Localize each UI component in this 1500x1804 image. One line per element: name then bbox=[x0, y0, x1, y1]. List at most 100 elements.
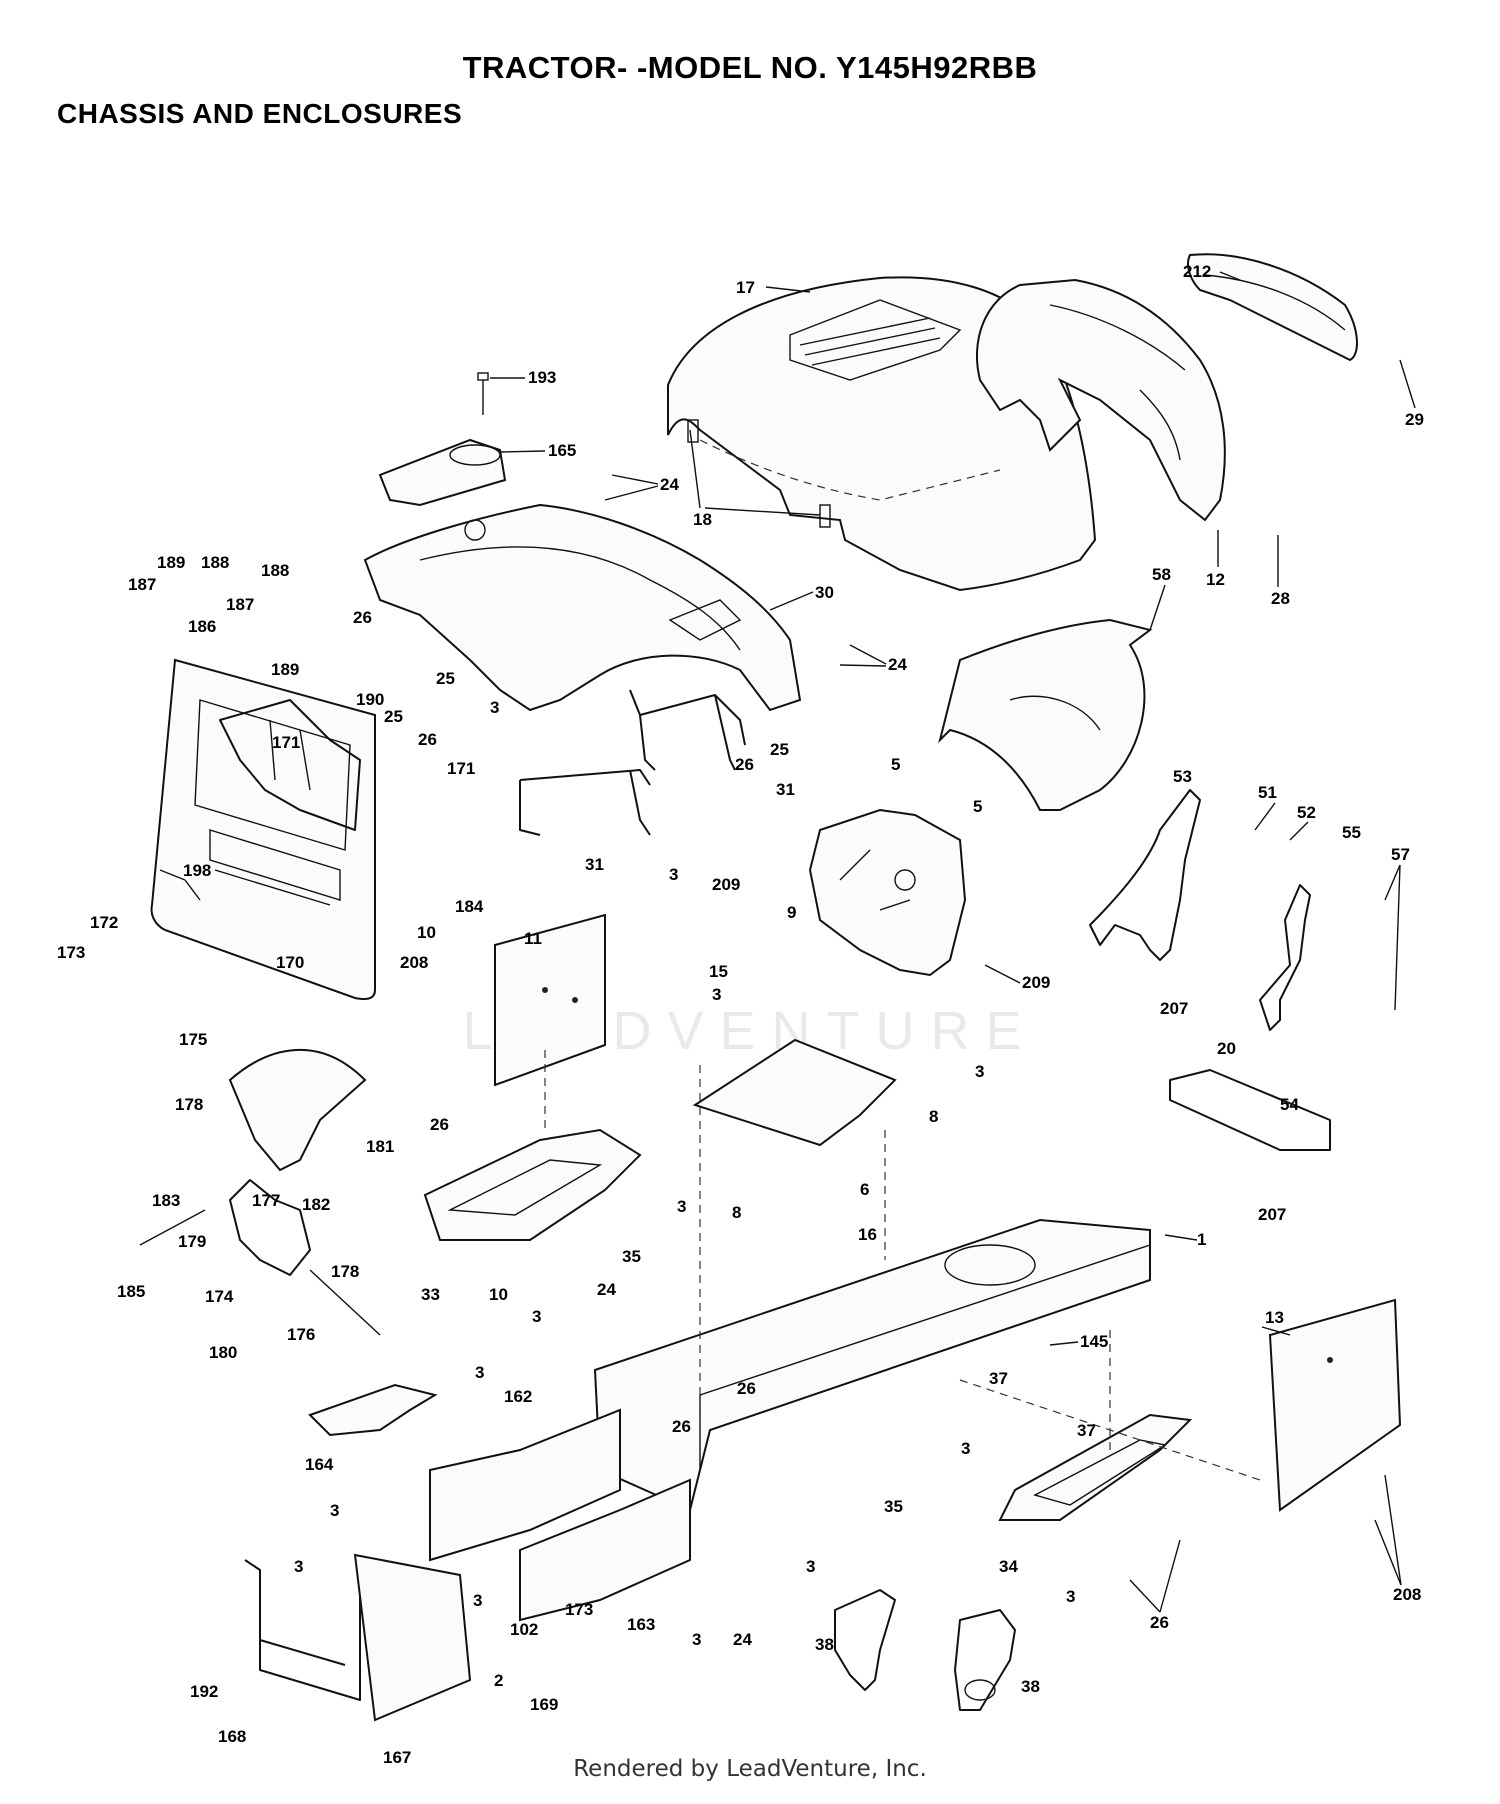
part-dash-panel[interactable] bbox=[150, 658, 376, 1000]
callout-25[interactable]: 25 bbox=[436, 669, 455, 688]
callout-209[interactable]: 209 bbox=[1022, 973, 1050, 992]
callout-51[interactable]: 51 bbox=[1258, 783, 1277, 802]
part-side-panel-11[interactable] bbox=[494, 913, 606, 1087]
callout-187[interactable]: 187 bbox=[226, 595, 254, 614]
callout-187[interactable]: 187 bbox=[128, 575, 156, 594]
callout-18[interactable]: 18 bbox=[693, 510, 712, 529]
part-front-plate[interactable] bbox=[353, 1553, 472, 1722]
part-fender[interactable] bbox=[363, 503, 802, 712]
callout-193[interactable]: 193 bbox=[528, 368, 556, 387]
callout-55[interactable]: 55 bbox=[1342, 823, 1361, 842]
callout-207[interactable]: 207 bbox=[1160, 999, 1188, 1018]
callout-165[interactable]: 165 bbox=[548, 441, 576, 460]
callout-3[interactable]: 3 bbox=[473, 1591, 482, 1610]
part-steering-panel[interactable] bbox=[808, 808, 967, 977]
callout-171[interactable]: 171 bbox=[272, 733, 300, 752]
callout-10[interactable]: 10 bbox=[417, 923, 436, 942]
callout-16[interactable]: 16 bbox=[858, 1225, 877, 1244]
callout-9[interactable]: 9 bbox=[787, 903, 796, 922]
part-headlight-lens[interactable] bbox=[1187, 253, 1358, 362]
callout-179[interactable]: 179 bbox=[178, 1232, 206, 1251]
callout-174[interactable]: 174 bbox=[205, 1287, 234, 1306]
callout-177[interactable]: 177 bbox=[252, 1191, 280, 1210]
callout-209[interactable]: 209 bbox=[712, 875, 740, 894]
callout-172[interactable]: 172 bbox=[90, 913, 118, 932]
callout-3[interactable]: 3 bbox=[669, 865, 678, 884]
callout-189[interactable]: 189 bbox=[157, 553, 185, 572]
part-rod-185[interactable] bbox=[139, 1209, 206, 1246]
callout-1[interactable]: 1 bbox=[1197, 1230, 1206, 1249]
part-bracket-31b[interactable] bbox=[629, 689, 746, 771]
callout-178[interactable]: 178 bbox=[331, 1262, 359, 1281]
callout-26[interactable]: 26 bbox=[737, 1379, 756, 1398]
callout-169[interactable]: 169 bbox=[530, 1695, 558, 1714]
callout-171[interactable]: 171 bbox=[447, 759, 475, 778]
callout-3[interactable]: 3 bbox=[475, 1363, 484, 1382]
callout-3[interactable]: 3 bbox=[961, 1439, 970, 1458]
callout-170[interactable]: 170 bbox=[276, 953, 304, 972]
part-fuel-cap-cover[interactable] bbox=[378, 438, 507, 507]
callout-3[interactable]: 3 bbox=[677, 1197, 686, 1216]
callout-175[interactable]: 175 bbox=[179, 1030, 207, 1049]
callout-5[interactable]: 5 bbox=[891, 755, 900, 774]
callout-3[interactable]: 3 bbox=[712, 985, 721, 1004]
callout-26[interactable]: 26 bbox=[430, 1115, 449, 1134]
callout-17[interactable]: 17 bbox=[736, 278, 755, 297]
callout-3[interactable]: 3 bbox=[692, 1630, 701, 1649]
part-footrest-33[interactable] bbox=[423, 1128, 642, 1241]
part-rail-162[interactable] bbox=[429, 1408, 621, 1562]
callout-29[interactable]: 29 bbox=[1405, 410, 1424, 429]
part-bracket-53[interactable] bbox=[1089, 789, 1201, 961]
callout-180[interactable]: 180 bbox=[209, 1343, 237, 1362]
callout-182[interactable]: 182 bbox=[302, 1195, 330, 1214]
callout-198[interactable]: 198 bbox=[183, 861, 211, 880]
callout-2[interactable]: 2 bbox=[494, 1671, 503, 1690]
part-bracket-20[interactable] bbox=[1169, 1069, 1331, 1151]
callout-26[interactable]: 26 bbox=[418, 730, 437, 749]
callout-28[interactable]: 28 bbox=[1271, 589, 1290, 608]
callout-208[interactable]: 208 bbox=[1393, 1585, 1421, 1604]
callout-8[interactable]: 8 bbox=[732, 1203, 741, 1222]
callout-3[interactable]: 3 bbox=[806, 1557, 815, 1576]
callout-212[interactable]: 212 bbox=[1183, 262, 1211, 281]
callout-189[interactable]: 189 bbox=[271, 660, 299, 679]
callout-24[interactable]: 24 bbox=[660, 475, 679, 494]
part-bracket-55[interactable] bbox=[1259, 884, 1311, 1031]
part-bracket-164[interactable] bbox=[308, 1383, 438, 1437]
callout-24[interactable]: 24 bbox=[888, 655, 907, 674]
part-bracket-38b[interactable] bbox=[954, 1609, 1016, 1711]
callout-3[interactable]: 3 bbox=[532, 1307, 541, 1326]
callout-52[interactable]: 52 bbox=[1297, 803, 1316, 822]
callout-173[interactable]: 173 bbox=[565, 1600, 593, 1619]
callout-188[interactable]: 188 bbox=[261, 561, 289, 580]
callout-31[interactable]: 31 bbox=[776, 780, 795, 799]
callout-35[interactable]: 35 bbox=[622, 1247, 641, 1266]
callout-173[interactable]: 173 bbox=[57, 943, 85, 962]
callout-54[interactable]: 54 bbox=[1280, 1095, 1299, 1114]
callout-162[interactable]: 162 bbox=[504, 1387, 532, 1406]
callout-164[interactable]: 164 bbox=[305, 1455, 334, 1474]
part-bracket-38a[interactable] bbox=[834, 1589, 896, 1691]
callout-24[interactable]: 24 bbox=[733, 1630, 752, 1649]
part-rod-176[interactable] bbox=[309, 1269, 381, 1336]
callout-25[interactable]: 25 bbox=[770, 740, 789, 759]
part-footrest-34[interactable] bbox=[998, 1413, 1193, 1521]
callout-3[interactable]: 3 bbox=[330, 1501, 339, 1520]
callout-183[interactable]: 183 bbox=[152, 1191, 180, 1210]
callout-26[interactable]: 26 bbox=[353, 608, 372, 627]
callout-207[interactable]: 207 bbox=[1258, 1205, 1286, 1224]
callout-33[interactable]: 33 bbox=[421, 1285, 440, 1304]
callout-163[interactable]: 163 bbox=[627, 1615, 655, 1634]
callout-24[interactable]: 24 bbox=[597, 1280, 616, 1299]
callout-3[interactable]: 3 bbox=[490, 698, 499, 717]
callout-192[interactable]: 192 bbox=[190, 1682, 218, 1701]
callout-3[interactable]: 3 bbox=[1066, 1587, 1075, 1606]
callout-102[interactable]: 102 bbox=[510, 1620, 538, 1639]
callout-184[interactable]: 184 bbox=[455, 897, 484, 916]
callout-208[interactable]: 208 bbox=[400, 953, 428, 972]
callout-3[interactable]: 3 bbox=[294, 1557, 303, 1576]
callout-26[interactable]: 26 bbox=[735, 755, 754, 774]
callout-13[interactable]: 13 bbox=[1265, 1308, 1284, 1327]
callout-15[interactable]: 15 bbox=[709, 962, 728, 981]
callout-181[interactable]: 181 bbox=[366, 1137, 394, 1156]
